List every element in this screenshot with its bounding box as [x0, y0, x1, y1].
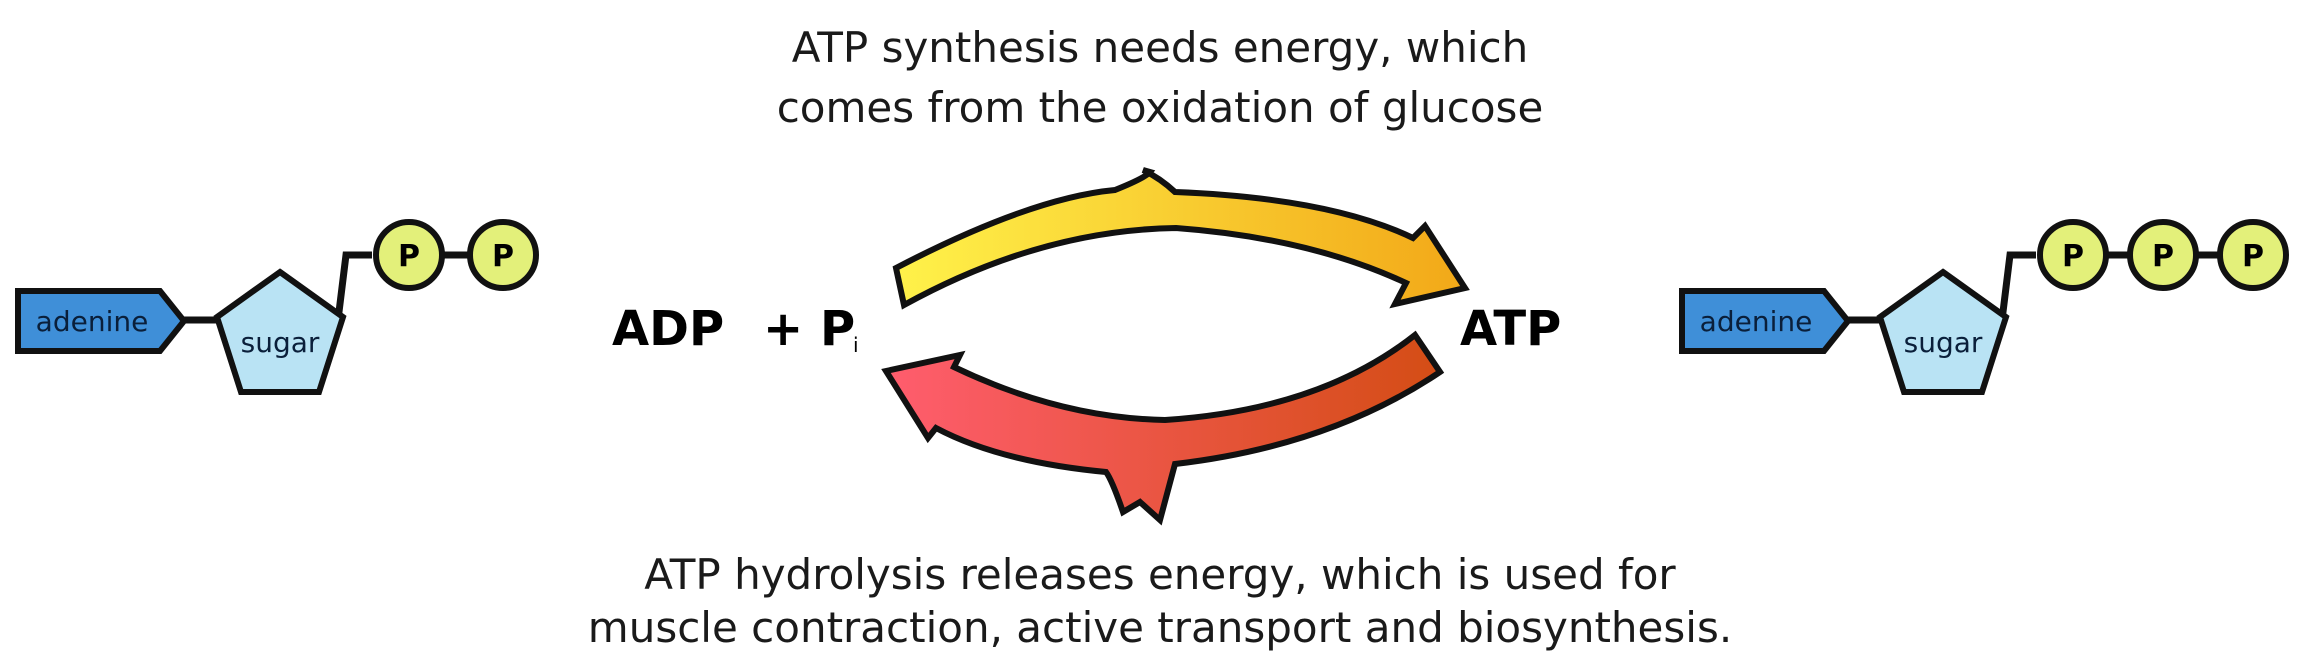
- adp-sugar-pentagon: [213, 268, 347, 395]
- adp-molecule: adenine sugar P P: [15, 219, 539, 395]
- adp-sugar-label: sugar: [241, 326, 320, 359]
- atp-phosphate-3-label: P: [2242, 239, 2264, 274]
- adp-adenine-box: [15, 288, 188, 354]
- adp-phosphate-2: [467, 219, 539, 291]
- hydrolysis-caption-line-1: ATP hydrolysis releases energy, which is…: [644, 550, 1676, 599]
- synthesis-caption-line-1: ATP synthesis needs energy, which: [792, 23, 1528, 72]
- hydrolysis-arrow: [881, 330, 1445, 526]
- atp-sugar-phosphate-bond: [1998, 251, 2036, 321]
- adp-adenine-label: adenine: [36, 305, 149, 338]
- atp-adenine-box: [1679, 288, 1852, 354]
- synthesis-caption-line-2: comes from the oxidation of glucose: [777, 83, 1544, 132]
- hydrolysis-caption-line-2: muscle contraction, active transport and…: [588, 603, 1732, 652]
- adp-formula: ADP: [612, 301, 724, 357]
- atp-phosphate-1-label: P: [2062, 239, 2084, 274]
- adp-phosphate-2-label: P: [492, 239, 514, 274]
- phosphate-formula: P: [820, 301, 855, 357]
- plus-sign: +: [763, 301, 803, 357]
- synthesis-arrow: [892, 167, 1470, 310]
- adp-phosphate-1-label: P: [398, 239, 420, 274]
- atp-sugar-label: sugar: [1904, 326, 1983, 359]
- atp-formula: ATP: [1460, 301, 1561, 357]
- atp-sugar-pentagon: [1876, 268, 2010, 395]
- phosphate-subscript: i: [853, 333, 859, 357]
- adp-phosphate-1: [373, 219, 445, 291]
- atp-molecule: adenine sugar P P P: [1679, 219, 2289, 395]
- atp-phosphate-2-label: P: [2152, 239, 2174, 274]
- adp-sugar-phosphate-bond: [334, 251, 372, 321]
- atp-phosphate-2: [2127, 219, 2199, 291]
- atp-phosphate-1: [2037, 219, 2109, 291]
- atp-adenine-label: adenine: [1700, 305, 1813, 338]
- atp-phosphate-3: [2217, 219, 2289, 291]
